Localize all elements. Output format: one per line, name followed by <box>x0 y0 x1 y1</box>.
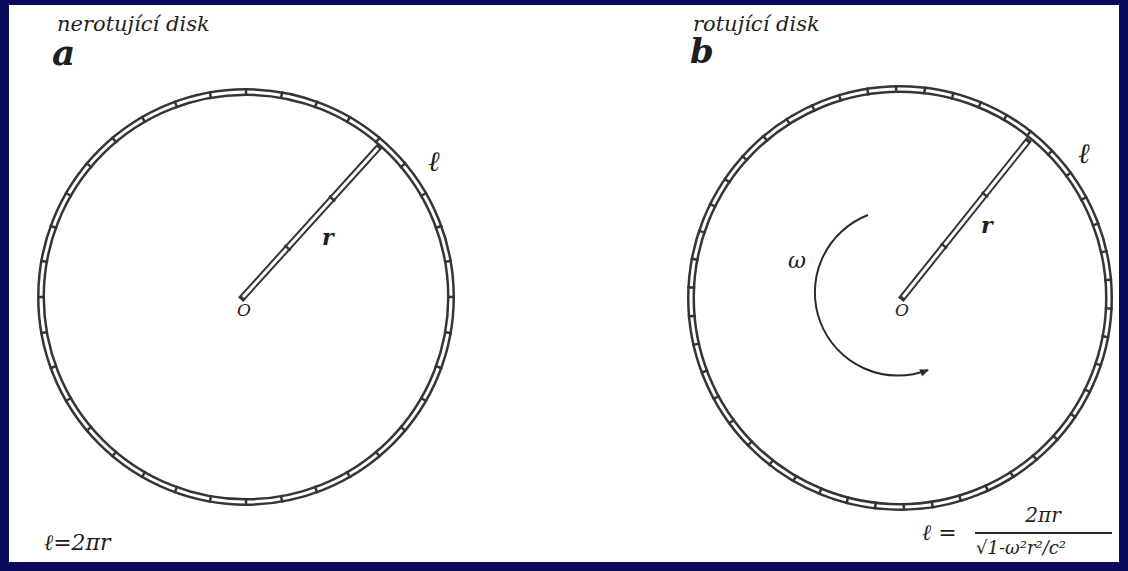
radius-symbol: r <box>322 226 334 248</box>
disk-rulers <box>37 88 455 506</box>
background-panel <box>9 5 1119 562</box>
center-symbol: O <box>237 302 251 319</box>
formula-part: √1-ω²r²/c² <box>976 539 1066 557</box>
disk-caption: rotující disk <box>693 14 820 35</box>
disk-caption: nerotující disk <box>57 14 210 35</box>
fraction-bar <box>975 532 1112 534</box>
radius-symbol: r <box>981 214 993 236</box>
rotation-arrow <box>815 215 928 376</box>
center-symbol: O <box>895 302 909 319</box>
disk-rulers <box>687 85 1112 511</box>
length-symbol: ℓ <box>428 148 440 176</box>
length-symbol: ℓ <box>1078 140 1090 168</box>
formula-part: 2πr <box>1025 505 1060 525</box>
panel-letter: b <box>690 34 714 68</box>
formula-part: ℓ = <box>922 522 957 544</box>
formula: ℓ=2πr <box>44 532 111 554</box>
angular-velocity-symbol: ω <box>788 250 806 272</box>
panel-letter: a <box>52 34 75 70</box>
